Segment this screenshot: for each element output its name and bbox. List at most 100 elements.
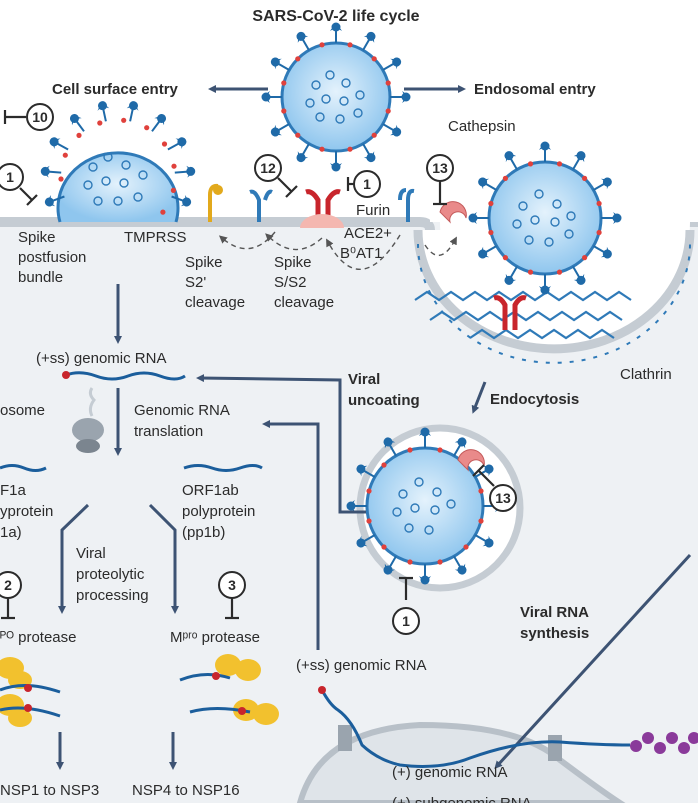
label-furin: Furin	[356, 202, 390, 219]
membrane-protein-icon	[556, 161, 563, 167]
inhibitor-2-label: 2	[4, 577, 12, 593]
label-viral-rna-synthesis-2: synthesis	[520, 625, 589, 642]
membrane-protein-icon	[385, 80, 391, 86]
label-ace2-line2: B⁰AT1	[340, 245, 382, 262]
label-viral-rna-synthesis-1: Viral RNA	[520, 604, 589, 621]
membrane-protein-icon	[371, 132, 377, 138]
label-viral-uncoating-2: uncoating	[348, 392, 420, 409]
label-orf1a-2: yprotein	[0, 503, 53, 520]
inhibitor-2: 2	[0, 571, 22, 620]
membrane-protein-icon	[478, 518, 484, 524]
label-viral-uncoating-1: Viral	[348, 371, 380, 388]
ace2-receptor	[300, 189, 344, 228]
label-spike-s1s2-3: cleavage	[274, 294, 334, 311]
membrane-protein-icon	[437, 559, 443, 565]
membrane-protein-icon	[407, 447, 413, 453]
membrane-protein-icon	[161, 141, 168, 147]
arrow-to-plpro	[58, 503, 90, 614]
inhibitor-1-endosome: 1	[392, 576, 420, 635]
ace2-receptor-endosome	[493, 295, 527, 330]
spike-protein-icon	[260, 90, 283, 104]
label-ribosome: osome	[0, 402, 45, 419]
spike-protein-icon	[46, 133, 72, 156]
label-plus-subgenomic-rna: (+) subgenomic RNA	[392, 795, 532, 803]
label-spike-postfusion-2: postfusion	[18, 249, 86, 266]
label-plus-genomic-rna: (+) genomic RNA	[392, 764, 507, 781]
membrane-protein-icon	[76, 132, 82, 138]
label-clathrin: Clathrin	[620, 366, 672, 383]
inhibitor-12-label: 12	[260, 160, 276, 176]
spike-s2-receptor	[249, 189, 273, 222]
cathepsin-enzyme	[439, 201, 467, 224]
membrane-protein-icon	[582, 175, 588, 181]
membrane-protein-icon	[527, 161, 534, 167]
spike-protein-icon	[94, 98, 113, 124]
spike-protein-icon	[123, 98, 142, 124]
membrane-protein-icon	[366, 488, 372, 494]
orf1a-strand	[0, 464, 47, 472]
inhibitor-1-ace2-label: 1	[363, 176, 371, 192]
label-tmprss: TMPRSS	[124, 229, 187, 246]
label-spike-postfusion-1: Spike	[18, 229, 56, 246]
label-spike-s1s2-1: Spike	[274, 254, 312, 271]
tmprss-protease	[208, 183, 223, 222]
label-cathepsin: Cathepsin	[448, 118, 516, 135]
label-proteolytic-2: proteolytic	[76, 566, 145, 583]
label-spike-postfusion-3: bundle	[18, 269, 63, 286]
membrane-protein-icon	[502, 175, 508, 181]
spike-protein-icon	[329, 21, 343, 44]
orf1ab-strand	[183, 464, 263, 472]
diagram-title: SARS-CoV-2 life cycle	[252, 8, 419, 25]
membrane-protein-icon	[407, 559, 413, 565]
membrane-protein-icon	[478, 488, 484, 494]
virion-cell-surface	[39, 98, 197, 223]
spike-protein-icon	[538, 140, 552, 163]
arrow-endocytosis	[471, 381, 487, 414]
inhibitor-13-endosome-label: 13	[495, 490, 511, 506]
membrane-protein-icon	[121, 117, 127, 123]
spike-protein-icon	[65, 110, 90, 136]
inhibitor-3-label: 3	[228, 577, 236, 593]
cleavage-arrow-2	[265, 233, 323, 251]
virion-endosomal	[467, 140, 623, 296]
genomic-rna-bottom	[318, 686, 631, 768]
nucleus	[296, 721, 626, 803]
membrane-protein-icon	[144, 125, 150, 131]
label-nsp1-3: NSP1 to NSP3	[0, 782, 99, 799]
label-orf1ab-1: ORF1ab	[182, 482, 239, 499]
label-spike-s2p-3: cleavage	[185, 294, 245, 311]
spike-protein-icon	[146, 110, 171, 136]
spike-protein-icon	[329, 150, 343, 173]
arrow-to-mpro	[148, 503, 179, 614]
inhibitor-10-label: 10	[32, 109, 48, 125]
label-translation-2: translation	[134, 423, 203, 440]
label-nsp4-16: NSP4 to NSP16	[132, 782, 240, 799]
membrane-protein-icon	[596, 229, 602, 236]
inhibitor-13-cathepsin: 13	[426, 154, 454, 206]
inhibitor-13-endosome: 13	[472, 464, 517, 512]
membrane-protein-icon	[437, 447, 443, 453]
membrane-protein-icon	[381, 544, 387, 550]
label-ace2-line1: ACE2+	[344, 225, 392, 242]
nucleocapsid-beads	[630, 732, 698, 754]
membrane-protein-icon	[381, 462, 387, 468]
membrane-protein-icon	[295, 56, 301, 62]
membrane-protein-icon	[319, 42, 325, 48]
label-endosomal-entry: Endosomal entry	[474, 81, 596, 98]
membrane-protein-icon	[319, 146, 325, 152]
inhibitor-1-ace2: 1	[346, 170, 381, 198]
inhibitor-3: 3	[218, 571, 246, 620]
cleavage-arrow-1	[218, 231, 276, 250]
membrane-protein-icon	[371, 56, 377, 62]
label-spike-s1s2-2: S/S2	[274, 274, 307, 291]
label-orf1a-3: 1a)	[0, 524, 22, 541]
spike-protein-icon	[164, 133, 190, 156]
furin-protease	[398, 188, 415, 222]
membrane-protein-icon	[281, 80, 287, 86]
membrane-protein-icon	[385, 108, 391, 114]
inhibitor-10: 10	[3, 103, 54, 131]
clathrin-lattice	[414, 290, 632, 340]
arrow-uncoating	[196, 374, 366, 514]
membrane-protein-icon	[281, 108, 287, 114]
